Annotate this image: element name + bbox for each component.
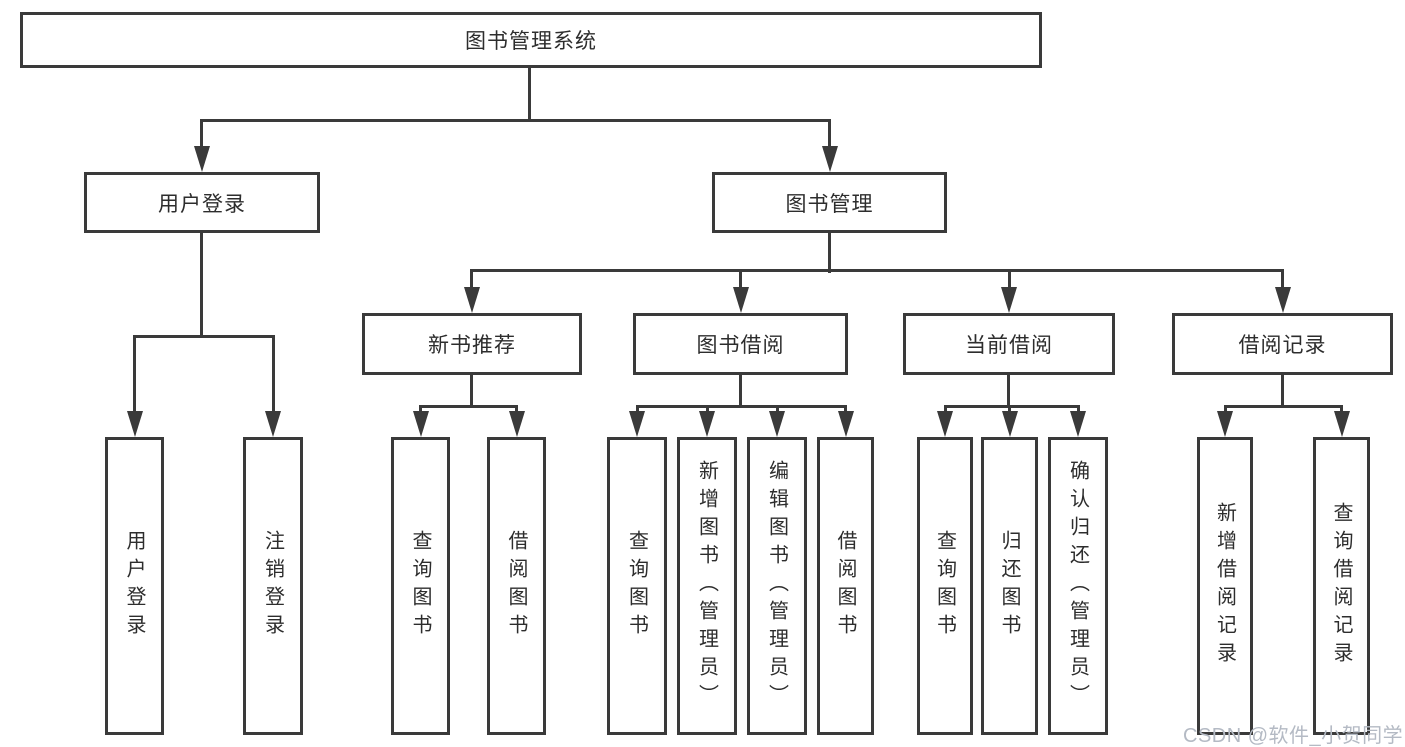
connector-line — [776, 405, 779, 415]
node-current-borrow-label: 当前借阅 — [965, 334, 1053, 357]
connector-arrow — [464, 287, 480, 313]
connector-line — [200, 233, 203, 337]
connector-arrow — [769, 411, 785, 437]
connector-arrow — [1002, 411, 1018, 437]
connector-line — [1340, 405, 1343, 415]
node-new-book-recommend-label: 新书推荐 — [428, 334, 516, 357]
connector-line — [1224, 405, 1227, 415]
connector-arrow — [127, 411, 143, 437]
node-add-borrow-record-label: 新增借阅记录 — [1213, 502, 1236, 670]
node-add-book-admin: 新增图书（管理员） — [677, 437, 737, 735]
connector-line — [739, 269, 742, 291]
node-recommend-borrow-book: 借阅图书 — [487, 437, 546, 735]
node-borrow-borrow-book-label: 借阅图书 — [834, 530, 856, 642]
node-confirm-return-admin-label: 确认归还（管理员） — [1066, 460, 1089, 712]
node-logout-action-label: 注销登录 — [261, 530, 284, 642]
connector-line — [844, 405, 847, 415]
node-query-borrow-record-label: 查询借阅记录 — [1330, 502, 1352, 670]
connector-arrow — [194, 146, 210, 172]
node-borrow-record: 借阅记录 — [1172, 313, 1393, 375]
connector-arrow — [1070, 411, 1086, 437]
connector-arrow — [1334, 411, 1350, 437]
connector-line — [470, 269, 473, 291]
connector-line — [272, 335, 275, 414]
node-recommend-query-book-label: 查询图书 — [409, 530, 431, 642]
connector-line — [200, 119, 203, 150]
connector-line — [1008, 269, 1011, 291]
connector-line — [739, 375, 742, 408]
node-add-borrow-record: 新增借阅记录 — [1197, 437, 1253, 735]
connector-line — [706, 405, 709, 415]
connector-line — [944, 405, 947, 415]
connector-arrow — [733, 287, 749, 313]
connector-line — [1008, 405, 1011, 415]
connector-arrow — [1001, 287, 1017, 313]
connector-arrow — [629, 411, 645, 437]
node-edit-book-admin-label: 编辑图书（管理员） — [765, 460, 788, 712]
connector-line — [471, 269, 1284, 272]
node-book-management: 图书管理 — [712, 172, 947, 233]
connector-line — [515, 405, 518, 415]
node-user-login-label: 用户登录 — [158, 192, 246, 216]
connector-line — [419, 405, 422, 415]
node-add-book-admin-label: 新增图书（管理员） — [695, 460, 718, 712]
node-current-borrow: 当前借阅 — [903, 313, 1115, 375]
node-recommend-query-book: 查询图书 — [391, 437, 450, 735]
connector-line — [828, 233, 831, 273]
node-new-book-recommend: 新书推荐 — [362, 313, 582, 375]
connector-arrow — [1275, 287, 1291, 313]
node-borrow-record-label: 借阅记录 — [1238, 334, 1327, 357]
connector-line — [1224, 405, 1343, 408]
node-book-management-label: 图书管理 — [785, 192, 874, 216]
connector-line — [636, 405, 639, 415]
node-book-borrow-label: 图书借阅 — [696, 334, 785, 357]
node-borrow-query-book: 查询图书 — [607, 437, 667, 735]
connector-arrow — [838, 411, 854, 437]
node-book-borrow: 图书借阅 — [633, 313, 848, 375]
connector-line — [133, 335, 275, 338]
node-user-login-action: 用户登录 — [105, 437, 164, 735]
node-root-label: 图书管理系统 — [465, 30, 597, 53]
watermark: CSDN @软件_小贺同学 — [1183, 725, 1404, 747]
connector-line — [420, 405, 518, 408]
node-root: 图书管理系统 — [20, 12, 1042, 68]
connector-line — [944, 405, 1079, 408]
connector-line — [828, 119, 831, 150]
connector-line — [470, 375, 473, 408]
node-query-borrow-record: 查询借阅记录 — [1313, 437, 1370, 735]
connector-arrow — [509, 411, 525, 437]
node-current-query-book: 查询图书 — [917, 437, 973, 735]
connector-line — [1007, 375, 1010, 408]
connector-arrow — [265, 411, 281, 437]
node-logout-action: 注销登录 — [243, 437, 303, 735]
node-recommend-borrow-book-label: 借阅图书 — [505, 530, 527, 642]
connector-line — [636, 405, 847, 408]
connector-line — [200, 119, 831, 122]
connector-arrow — [822, 146, 838, 172]
node-borrow-borrow-book: 借阅图书 — [817, 437, 874, 735]
connector-line — [1281, 375, 1284, 408]
node-current-query-book-label: 查询图书 — [933, 530, 956, 642]
connector-line — [528, 67, 531, 122]
connector-arrow — [413, 411, 429, 437]
connector-line — [1077, 405, 1080, 415]
node-borrow-query-book-label: 查询图书 — [625, 530, 648, 642]
connector-arrow — [937, 411, 953, 437]
node-edit-book-admin: 编辑图书（管理员） — [747, 437, 807, 735]
connector-arrow — [699, 411, 715, 437]
connector-line — [1281, 269, 1284, 291]
node-return-book: 归还图书 — [981, 437, 1038, 735]
node-return-book-label: 归还图书 — [998, 530, 1020, 642]
node-user-login: 用户登录 — [84, 172, 320, 233]
node-confirm-return-admin: 确认归还（管理员） — [1048, 437, 1108, 735]
connector-arrow — [1217, 411, 1233, 437]
connector-line — [133, 335, 136, 414]
node-user-login-action-label: 用户登录 — [123, 530, 145, 642]
